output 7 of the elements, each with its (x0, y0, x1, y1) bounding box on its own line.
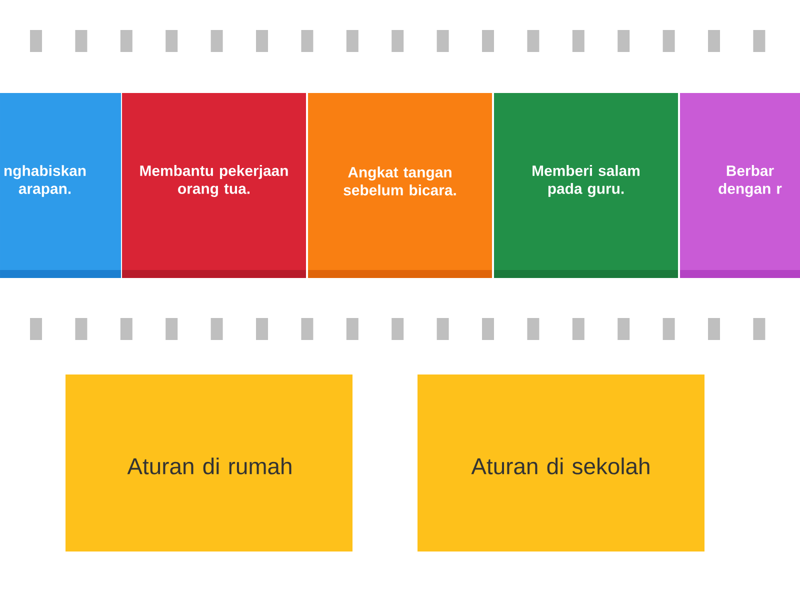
word-card: Berbar dengan r (680, 93, 800, 278)
word-card: nghabiskan arapan. (0, 93, 121, 278)
category-box: Aturan di sekolah (418, 374, 704, 552)
word-card: Angkat tangan sebelum bicara. (308, 93, 492, 278)
word-card: Membantu pekerjaan orang tua. (122, 93, 306, 278)
category-box: Aturan di rumah (66, 374, 352, 552)
word-card: Memberi salam pada guru. (494, 93, 678, 278)
